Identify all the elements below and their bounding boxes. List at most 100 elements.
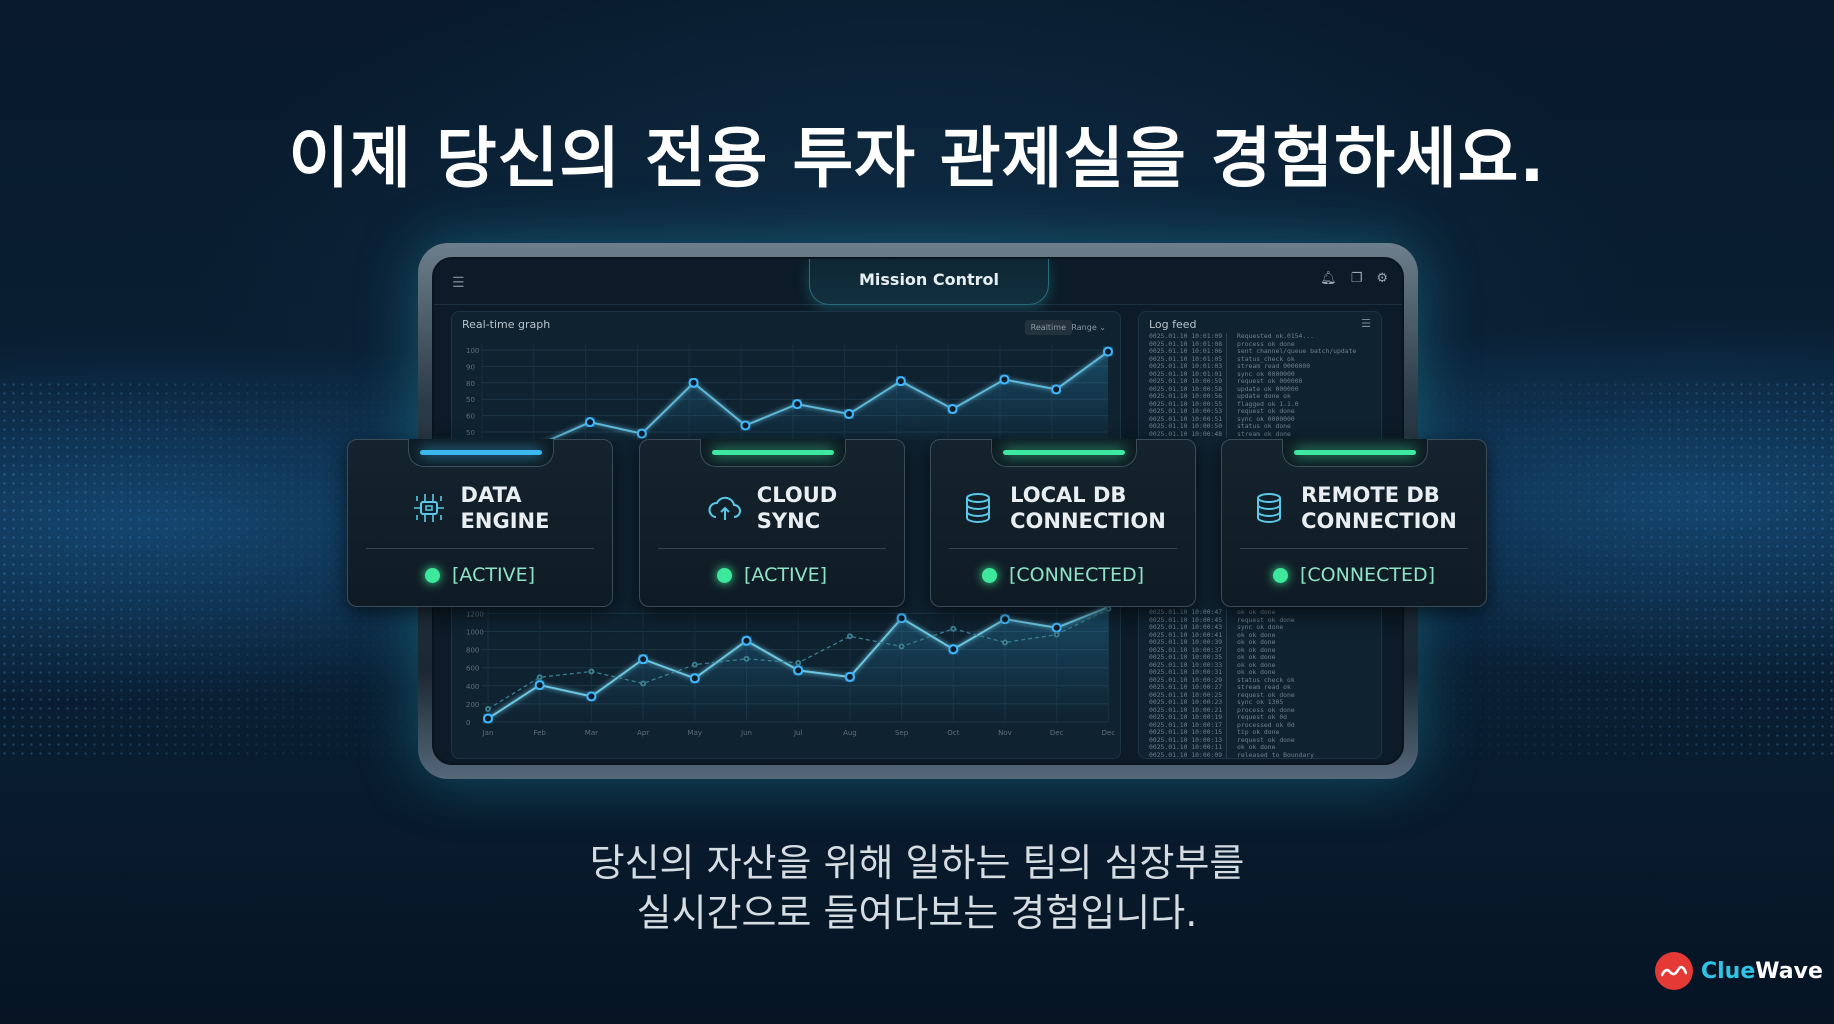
log-timestamp: 0025.01.10 10:01:03 <box>1149 362 1227 371</box>
log-timestamp: 0025.01.10 10:00:25 <box>1149 691 1227 699</box>
log-timestamp: 0025.01.10 10:00:58 <box>1149 385 1227 393</box>
log-entry: 0025.01.10 10:00:25 request ok done <box>1149 690 1375 699</box>
log-message: request ok done <box>1237 690 1295 699</box>
log-message: sync ok 1305 <box>1237 698 1284 706</box>
graph-title: Real-time graph <box>462 318 551 331</box>
log-timestamp: 0025.01.10 10:00:59 <box>1149 377 1227 386</box>
card-accent-bar <box>712 450 834 455</box>
log-entry: 0025.01.10 10:00:56 update done ok <box>1149 392 1375 401</box>
log-message: ok ok done <box>1237 638 1276 646</box>
log-timestamp: 0025.01.10 10:00:17 <box>1149 721 1227 729</box>
log-timestamp: 0025.01.10 10:00:51 <box>1149 415 1227 423</box>
log-message: processed ok 0d <box>1237 720 1295 729</box>
log-message: ok ok done <box>1237 653 1276 661</box>
log-message: Requested ok.0154... <box>1237 332 1314 340</box>
window-icon[interactable]: ❐ <box>1350 271 1363 286</box>
log-message: request ok 0d <box>1237 713 1288 721</box>
log-timestamp: 0025.01.10 10:00:37 <box>1149 646 1227 654</box>
log-message: released to Boundary <box>1237 750 1314 759</box>
log-timestamp: 0025.01.10 10:00:19 <box>1149 713 1227 722</box>
log-message: sync ok done <box>1237 623 1284 631</box>
log-timestamp: 0025.01.10 10:00:47 <box>1149 608 1227 617</box>
log-timestamp: 0025.01.10 10:00:15 <box>1149 728 1227 737</box>
card-name-line-2: CONNECTION <box>1301 509 1457 533</box>
log-timestamp: 0025.01.10 10:01:08 <box>1149 340 1227 348</box>
log-timestamp: 0025.01.10 10:00:50 <box>1149 422 1227 431</box>
log-timestamp: 0025.01.10 10:01:01 <box>1149 370 1227 378</box>
log-message: ok ok done <box>1237 660 1276 669</box>
log-entry: 0025.01.10 10:00:09 released to Boundary <box>1149 750 1375 759</box>
menu-icon[interactable]: ☰ <box>452 275 465 291</box>
log-menu-icon[interactable]: ☰ <box>1361 317 1371 330</box>
log-timestamp: 0025.01.10 10:00:55 <box>1149 400 1227 408</box>
realtime-toggle[interactable]: Realtime <box>1024 320 1072 335</box>
log-entry: 0025.01.10 10:00:19 request ok 0d <box>1149 713 1375 722</box>
range-dropdown[interactable]: Range ⌄ <box>1071 323 1106 332</box>
log-timestamp: 0025.01.10 10:00:48 <box>1149 430 1227 438</box>
log-timestamp: 0025.01.10 10:01:05 <box>1149 355 1227 363</box>
card-status: [ACTIVE] <box>452 564 535 586</box>
log-timestamp: 0025.01.10 10:00:53 <box>1149 407 1227 416</box>
log-timestamp: 0025.01.10 10:00:13 <box>1149 736 1227 744</box>
log-timestamp: 0025.01.10 10:00:43 <box>1149 623 1227 632</box>
log-entry: 0025.01.10 10:01:08 process ok done <box>1149 339 1375 348</box>
log-message: ok ok done <box>1237 645 1276 654</box>
gear-icon[interactable]: ⚙ <box>1376 271 1388 286</box>
card-accent-bar <box>1003 450 1125 455</box>
card-divider <box>1240 548 1468 549</box>
log-message: status check ok <box>1237 675 1295 684</box>
card-status: [CONNECTED] <box>1009 564 1144 586</box>
log-entry: 0025.01.10 10:00:39 ok ok done <box>1149 638 1375 647</box>
log-timestamp: 0025.01.10 10:00:56 <box>1149 392 1227 401</box>
log-message: sent channel/queue batch/update <box>1237 347 1357 355</box>
log-timestamp: 0025.01.10 10:00:09 <box>1149 751 1227 759</box>
card-name-line-1: LOCAL DB <box>1010 483 1127 507</box>
subtitle-line-2: 실시간으로 들여다보는 경험입니다. <box>636 891 1198 935</box>
log-message: status ok done <box>1237 422 1291 430</box>
status-dot <box>982 567 997 583</box>
app-title: Mission Control <box>809 259 1049 305</box>
card-divider <box>366 548 594 549</box>
log-timestamp: 0025.01.10 10:00:27 <box>1149 683 1227 692</box>
log-timestamp: 0025.01.10 10:00:11 <box>1149 743 1227 752</box>
log-message: ok ok done <box>1237 608 1276 616</box>
log-timestamp: 0025.01.10 10:00:45 <box>1149 616 1227 624</box>
log-timestamp: 0025.01.10 10:00:41 <box>1149 631 1227 639</box>
log-entry: 0025.01.10 10:00:47 ok ok done <box>1149 608 1375 617</box>
card-name-line-1: REMOTE DB <box>1301 483 1440 507</box>
log-entry: 0025.01.10 10:00:13 request ok done <box>1149 735 1375 744</box>
database-icon <box>1257 493 1282 524</box>
subtitle: 당신의 자산을 위해 일하는 팀의 심장부를 실시간으로 들여다보는 경험입니다… <box>0 838 1834 938</box>
log-timestamp: 0025.01.10 10:00:39 <box>1149 638 1227 647</box>
log-message: update done ok <box>1237 392 1291 400</box>
log-timestamp: 0025.01.10 10:00:33 <box>1149 661 1227 669</box>
card-name-line-1: CLOUD <box>756 483 838 507</box>
bell-icon[interactable]: 🔔︎ <box>1320 271 1337 286</box>
log-entry: 0025.01.10 10:00:37 ok ok done <box>1149 645 1375 654</box>
log-message: status_check ok <box>1237 354 1295 363</box>
headline: 이제 당신의 전용 투자 관제실을 경험하세요. <box>288 120 1546 197</box>
card-name-line-2: SYNC <box>756 509 821 533</box>
card-name-line-1: DATA <box>460 483 522 507</box>
log-message: process ok done <box>1237 705 1295 714</box>
log-message: request ok done <box>1237 735 1295 744</box>
log-message: process ok done <box>1237 339 1295 348</box>
